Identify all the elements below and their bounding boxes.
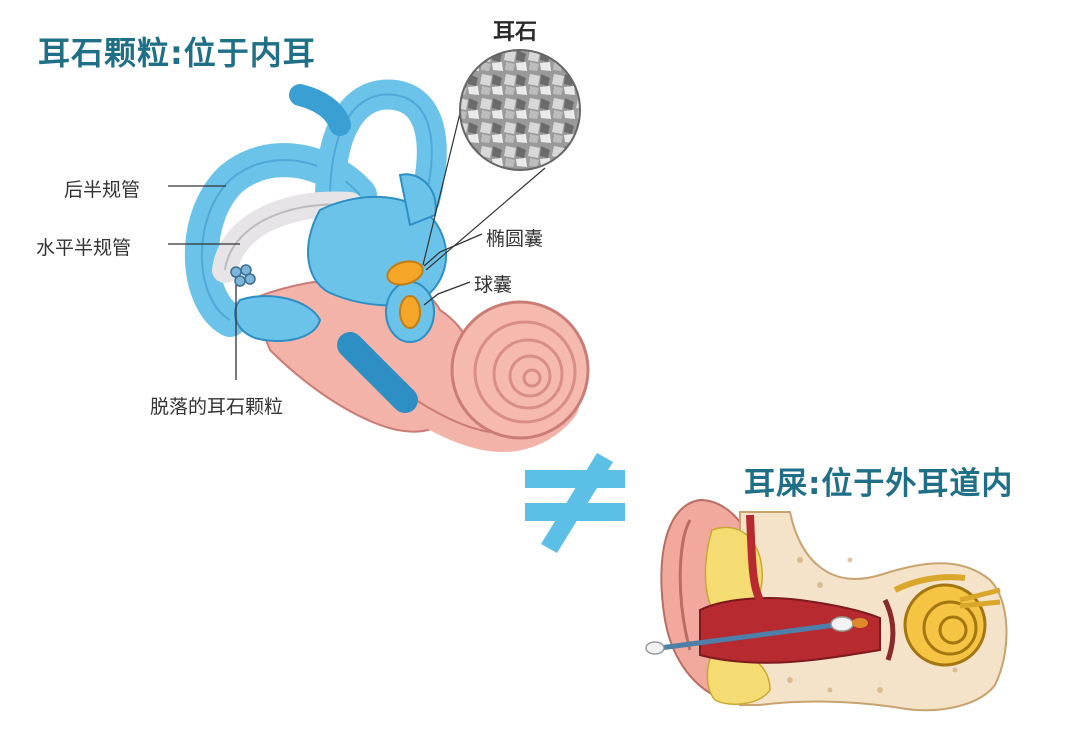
label-horizontal-canal: 水平半规管 [36, 237, 132, 259]
label-posterior-canal: 后半规管 [64, 179, 141, 201]
inner-ear-title: 耳石颗粒:位于内耳 [38, 34, 316, 72]
label-saccule: 球囊 [474, 274, 513, 296]
label-utricle: 椭圆囊 [486, 228, 544, 250]
not-equal-icon [525, 453, 625, 553]
otolith-zoom-label: 耳石 [493, 20, 538, 45]
outer-ear-title: 耳屎:位于外耳道内 [744, 466, 1014, 502]
label-dislodged-otoliths: 脱落的耳石颗粒 [150, 396, 284, 418]
